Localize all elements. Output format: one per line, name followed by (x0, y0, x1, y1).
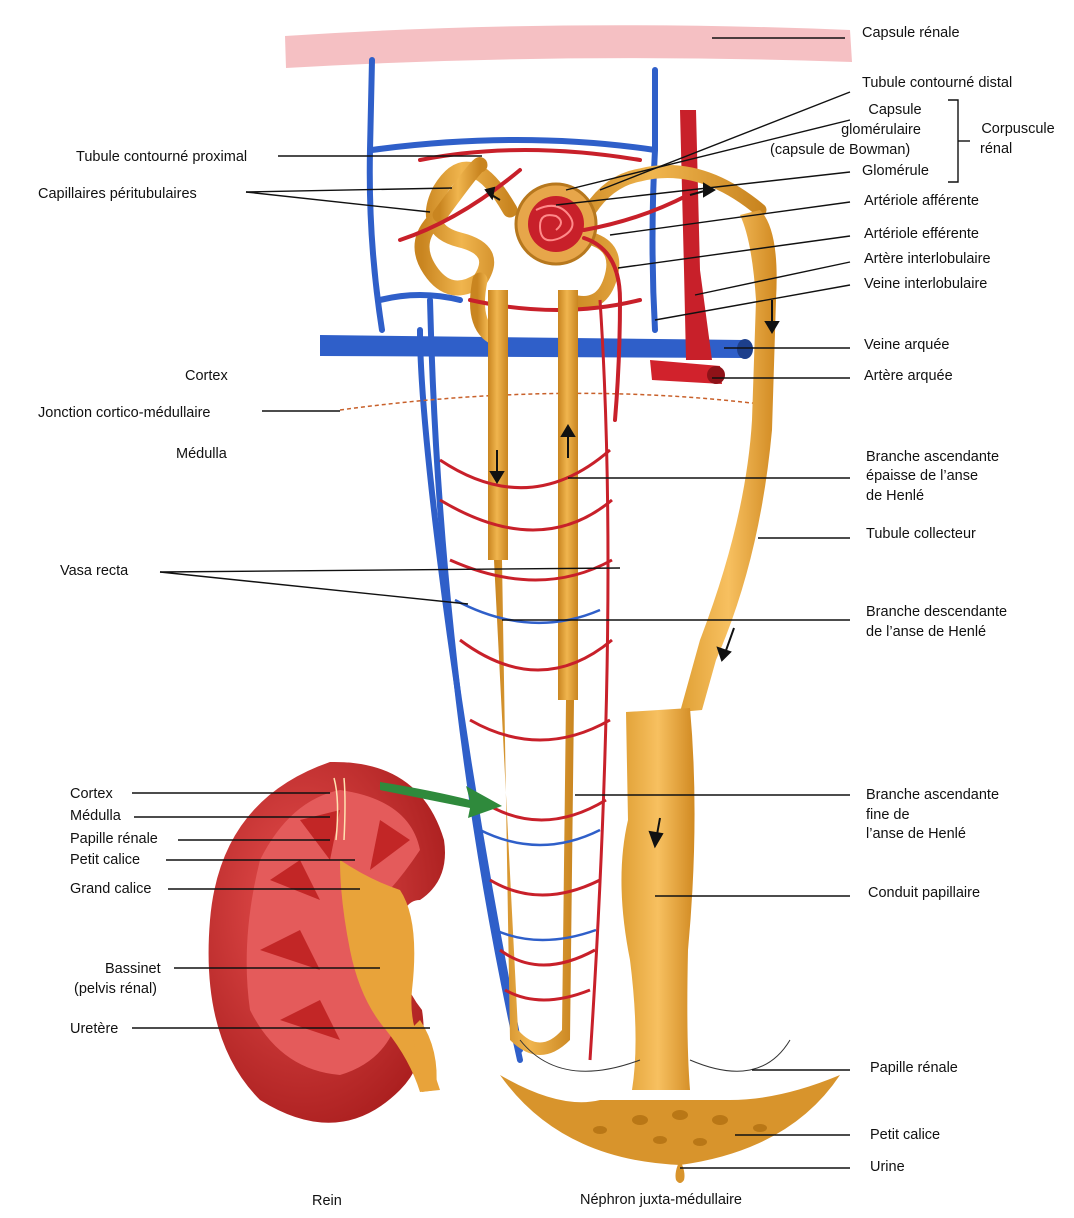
vein-network (366, 57, 658, 1063)
label-artere-arquee: Artère arquée (864, 368, 953, 384)
label-capsule-renale: Capsule rénale (862, 25, 960, 41)
renal-pyramids (260, 810, 410, 1040)
label-jonction: Jonction cortico-médullaire (38, 405, 211, 421)
collecting-duct (680, 210, 777, 712)
label-arteriole-afferente: Artériole afférente (864, 193, 979, 209)
label-tubule-proximal: Tubule contourné proximal (76, 149, 248, 165)
leader-lines-left (132, 155, 621, 1029)
label-urine: Urine (870, 1159, 905, 1175)
arcuate-artery (650, 360, 722, 384)
calyx-pores (593, 1110, 767, 1146)
label-branche-asc-fine-1: Branche ascendante (866, 787, 1000, 803)
cortico-medullary-junction (339, 392, 761, 411)
label-branche-desc-1: Branche descendante (866, 604, 1008, 620)
label-kidney-medulla: Médulla (70, 808, 121, 824)
kidney-nephron-mini (333, 777, 346, 841)
label-corpuscule-1: Corpuscule (981, 121, 1055, 137)
arcuate-vein-end (737, 339, 753, 359)
distal-tubule (558, 165, 767, 367)
label-medulla: Médulla (176, 446, 227, 462)
label-branche-asc-epaisse-3: de Henlé (866, 488, 925, 504)
renal-capsule-band (285, 25, 852, 68)
label-kidney-uretere: Uretère (70, 1021, 119, 1037)
label-artere-interlobulaire: Artère interlobulaire (864, 251, 991, 267)
label-veine-interlobulaire: Veine interlobulaire (864, 276, 988, 292)
label-capsule-glom-3: (capsule de Bowman) (770, 142, 911, 158)
label-kidney-bassinet-2: (pelvis rénal) (74, 981, 157, 997)
label-cortex: Cortex (185, 368, 228, 384)
label-branche-asc-fine-2: fine de (866, 807, 910, 823)
glomerulus (528, 196, 584, 252)
papillary-duct (621, 708, 695, 1090)
zoom-arrow (380, 782, 502, 818)
label-branche-asc-epaisse-2: épaisse de l’anse (866, 468, 979, 484)
kidney-illustration (208, 761, 502, 1123)
label-capsule-glom-2: glomérulaire (841, 122, 921, 138)
arcuate-vein (320, 335, 745, 358)
label-veine-arquee: Veine arquée (864, 337, 950, 353)
vasa-recta-loops (439, 299, 613, 1061)
minor-calyx (500, 1075, 840, 1165)
label-capillaires: Capillaires péritubulaires (38, 186, 197, 202)
label-corpuscule-2: rénal (980, 141, 1013, 157)
label-kidney-petit-calice: Petit calice (70, 852, 141, 868)
descending-limb-thin (494, 560, 574, 1055)
label-branche-asc-epaisse-1: Branche ascendante (866, 449, 1000, 465)
label-arteriole-efferente: Artériole efférente (864, 226, 979, 242)
label-kidney-papille: Papille rénale (70, 831, 158, 847)
label-conduit-papillaire: Conduit papillaire (868, 885, 981, 901)
arterioles (398, 148, 690, 422)
label-branche-asc-fine-3: l’anse de Henlé (866, 826, 966, 842)
ureter (410, 1020, 437, 1092)
label-tubule-collecteur: Tubule collecteur (866, 526, 976, 542)
urine-drop (675, 1160, 685, 1183)
label-kidney-grand-calice: Grand calice (70, 881, 152, 897)
flow-arrows (484, 182, 780, 849)
label-glomerule: Glomérule (862, 163, 929, 179)
label-vasa-recta: Vasa recta (60, 563, 129, 579)
label-kidney-cortex: Cortex (70, 786, 113, 802)
label-tubule-distal: Tubule contourné distal (862, 75, 1013, 91)
ascending-limb-thick (558, 290, 578, 700)
caption-rein: Rein (312, 1193, 342, 1209)
caption-nephron: Néphron juxta-médullaire (580, 1192, 742, 1208)
descending-limb-thick (488, 290, 508, 560)
label-kidney-bassinet-1: Bassinet (105, 961, 161, 977)
vasa-recta-blue-loops (454, 598, 601, 942)
label-papille-renale: Papille rénale (870, 1060, 958, 1076)
arcuate-artery-end (707, 366, 725, 384)
glomerulus-capillaries (535, 204, 574, 242)
label-branche-desc-2: de l’anse de Henlé (866, 624, 987, 640)
renal-papilla-outline (519, 1039, 791, 1072)
leader-lines (502, 37, 970, 1169)
label-capsule-glom-1: Capsule (868, 102, 922, 118)
label-petit-calice: Petit calice (870, 1127, 941, 1143)
